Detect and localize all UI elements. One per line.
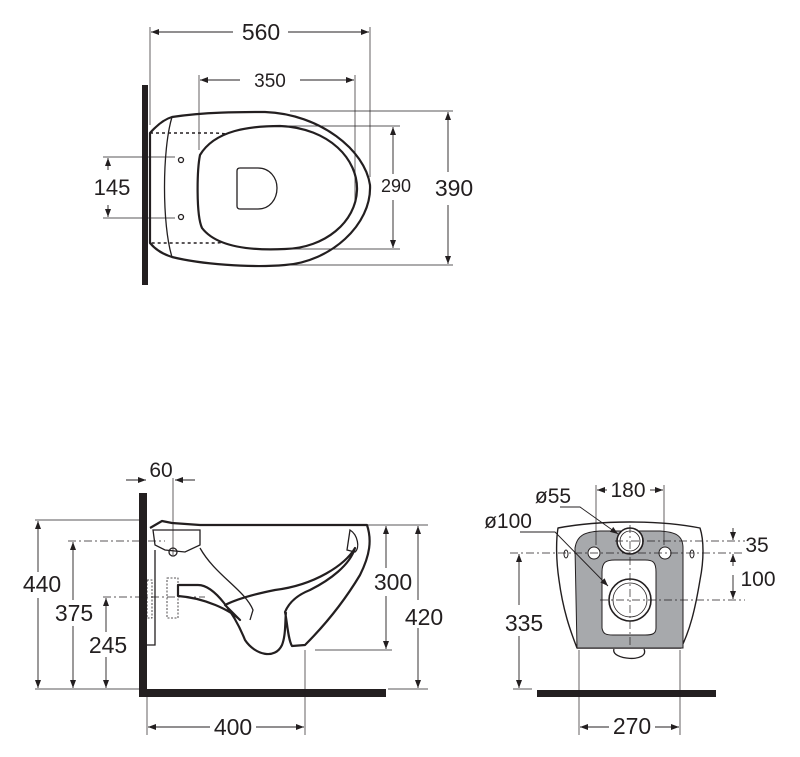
wall: [139, 493, 147, 697]
dim-overall-width: 390: [435, 175, 473, 201]
fixing-hole: [177, 213, 185, 221]
top-view: 560 350 145 290 390: [94, 19, 473, 285]
outlet-sleeve: [166, 577, 179, 619]
trapway: [199, 547, 254, 621]
fixing-slot: [563, 549, 569, 559]
side-view: 60 440 375 245 300 420 400: [23, 459, 443, 740]
dim-inlet-offset: 60: [149, 459, 172, 482]
back-face: [147, 550, 156, 646]
dim-bowl-depth: 300: [374, 569, 412, 595]
dim-fixing-centers: 180: [610, 479, 645, 502]
dim-seat-length: 350: [254, 71, 286, 92]
dim-projection: 400: [214, 714, 252, 740]
floor: [537, 690, 716, 697]
dim-bowl-height: 420: [405, 604, 443, 630]
dim-base-width: 270: [613, 713, 651, 739]
wall: [142, 85, 148, 285]
dim-inlet-height: 375: [55, 600, 93, 626]
bottom-lip: [613, 648, 646, 660]
fixing-slot: [689, 549, 695, 559]
dim-fixing-height: 335: [505, 610, 543, 636]
label-inlet-diameter: ø55: [535, 485, 571, 508]
outlet-connector: [146, 579, 153, 619]
hinge-edge: [163, 116, 173, 258]
dim-rim-height: 440: [23, 571, 61, 597]
dim-outlet-below-fixings: 100: [740, 568, 775, 591]
dim-seat-width: 290: [381, 176, 411, 196]
seat-opening: [236, 167, 278, 210]
inlet-housing: [152, 529, 201, 553]
dim-fixing-spacing: 145: [94, 175, 131, 200]
dim-overall-length: 560: [242, 19, 280, 45]
rim-flush: [346, 528, 359, 553]
dim-outlet-height: 245: [89, 632, 127, 658]
dim-inlet-above-fixings: 35: [745, 534, 768, 557]
bowl-profile: [149, 519, 371, 656]
label-outlet-diameter: ø100: [484, 510, 532, 533]
rear-view: 180 ø55 ø100 35 100 335 270: [484, 479, 775, 739]
floor: [139, 689, 386, 697]
fixing-hole: [177, 156, 185, 164]
